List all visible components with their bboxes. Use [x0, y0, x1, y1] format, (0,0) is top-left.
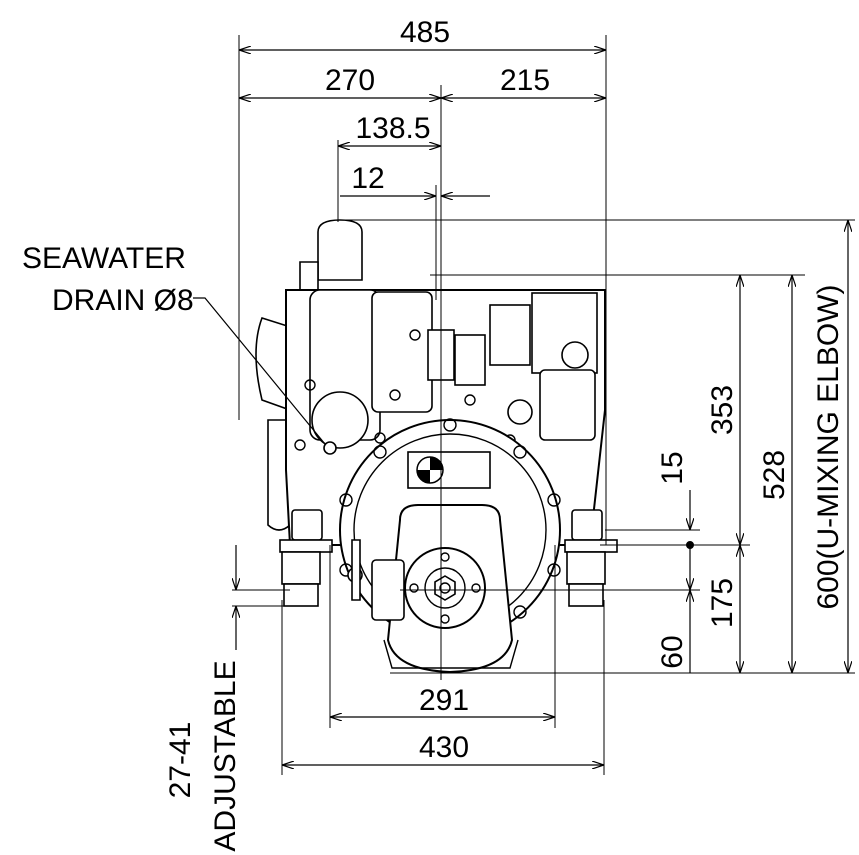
intake-cap	[561, 341, 589, 369]
gearbox-lever	[371, 559, 405, 621]
seawater-drain-callout: SEAWATER DRAIN Ø8	[22, 242, 326, 445]
mixing-elbow	[317, 219, 363, 281]
cylinder-head	[371, 291, 433, 413]
dim-430-label: 430	[419, 731, 469, 764]
dim-485-label: 485	[400, 16, 450, 49]
left-engine-mount	[279, 509, 333, 607]
elbow-pipe	[299, 261, 319, 293]
fuel-pump	[454, 334, 486, 386]
dim-215-label: 215	[500, 64, 550, 97]
dim-12-label: 12	[351, 162, 384, 195]
dim-353-label: 353	[706, 385, 739, 435]
seawater-label-line2: DRAIN Ø8	[52, 284, 194, 317]
dim-600-label: 600(U-MIXING ELBOW)	[812, 284, 845, 609]
adjustable-range-label: 27-41	[164, 722, 197, 799]
centerlines	[435, 85, 442, 680]
upper-bolts	[294, 329, 516, 451]
lever-arm	[351, 539, 361, 601]
dim-60-label: 60	[656, 635, 689, 668]
adjustable-dimension: 27-41 ADJUSTABLE	[164, 545, 290, 852]
flange-hub	[424, 567, 466, 609]
dim-175-label: 175	[706, 578, 739, 628]
top-dimensions: 485 270 215 138.5 12	[238, 16, 607, 545]
right-dimensions: 353 528 600(U-MIXING ELBOW) 15 175 60	[340, 219, 855, 674]
dim-15-label: 15	[656, 451, 689, 484]
bottom-dimensions: 291 430	[281, 545, 605, 775]
starter-motor	[539, 369, 596, 441]
seawater-label-line1: SEAWATER	[22, 242, 186, 275]
cg-quadrant-2	[417, 470, 430, 483]
right-engine-mount	[564, 509, 618, 607]
dim-528-label: 528	[758, 450, 791, 500]
thermostat-housing	[311, 391, 369, 449]
dim-291-label: 291	[419, 684, 469, 717]
seawater-drain-point	[323, 441, 337, 455]
oil-pan	[383, 639, 519, 669]
dim-138-label: 138.5	[355, 112, 430, 145]
seawater-leader-line	[193, 297, 326, 445]
starter-knob	[507, 399, 533, 425]
adjustable-label: ADJUSTABLE	[209, 660, 242, 851]
flange-nut	[434, 575, 456, 601]
cg-quadrant-1	[430, 457, 443, 470]
dim-270-label: 270	[325, 64, 375, 97]
injection-block	[489, 304, 531, 366]
